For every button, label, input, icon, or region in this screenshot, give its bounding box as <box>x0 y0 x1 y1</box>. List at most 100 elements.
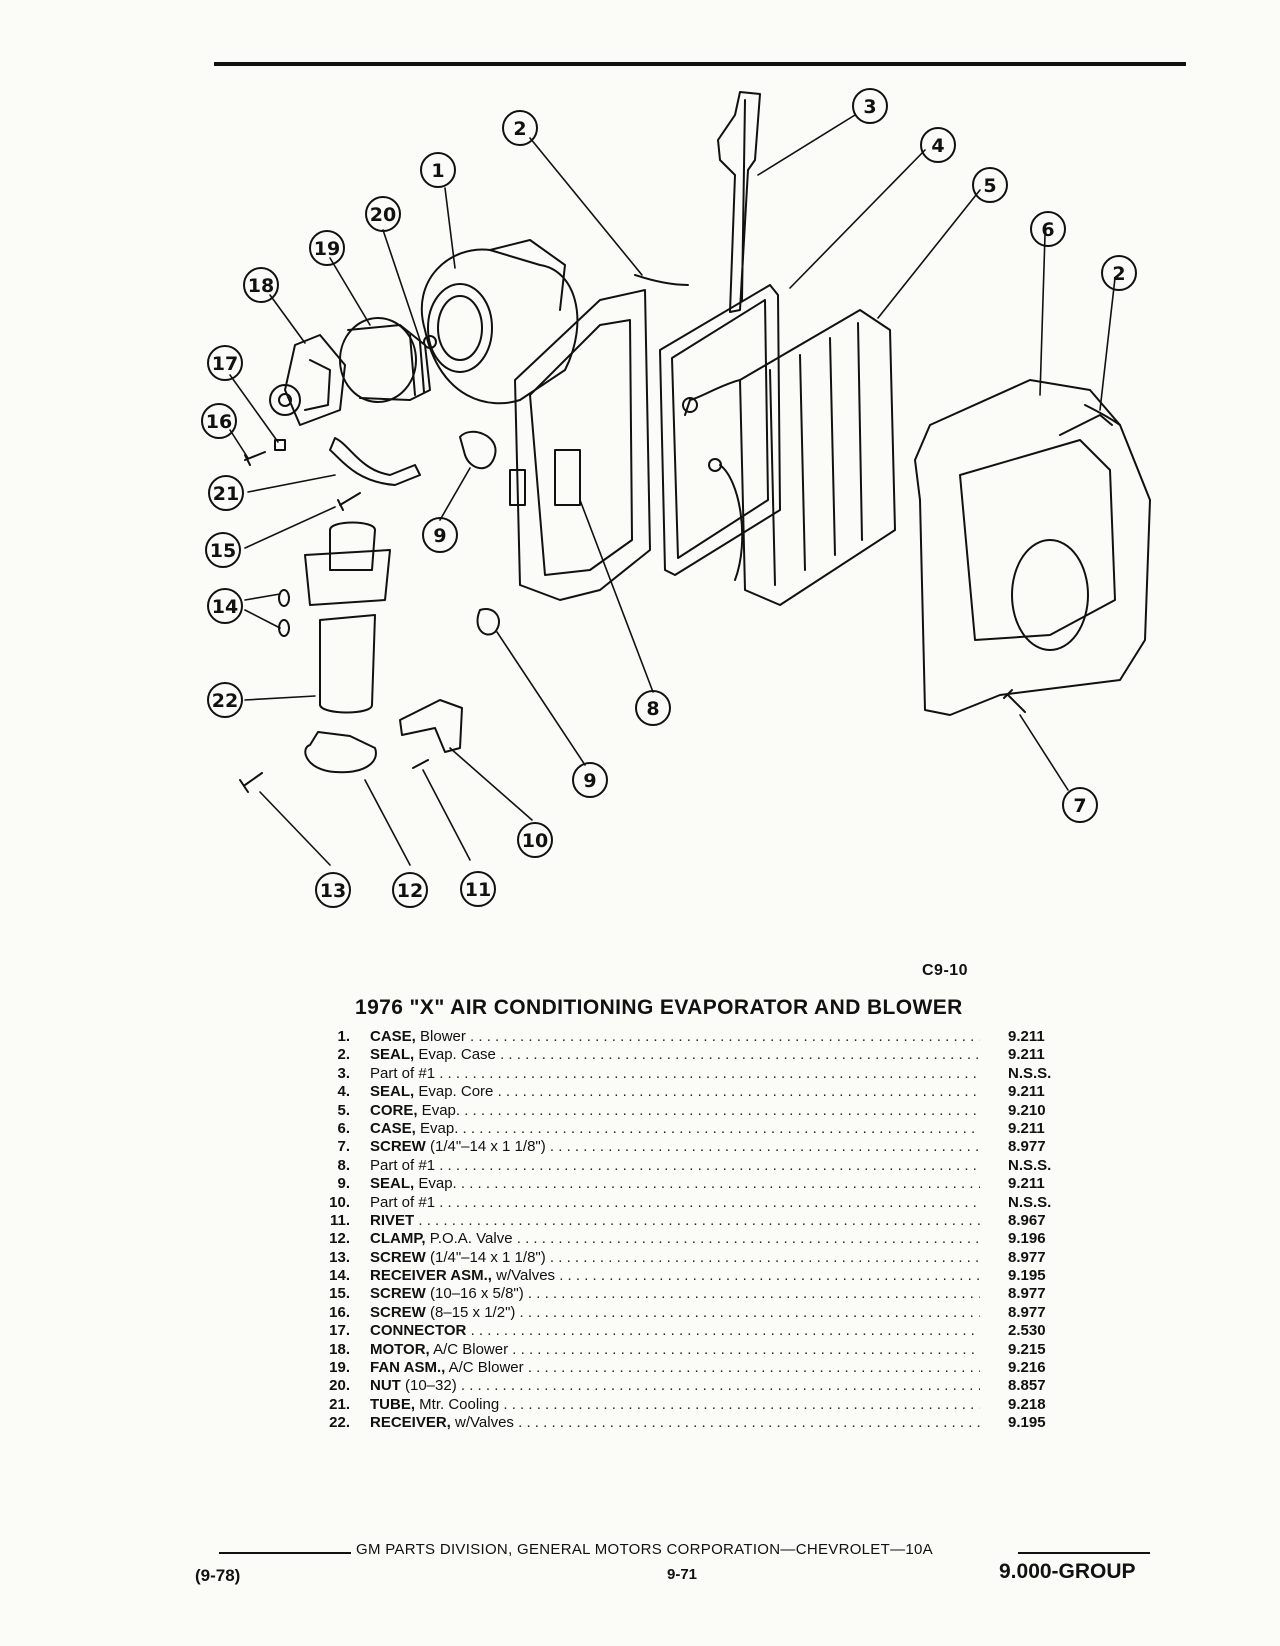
part-number: 8. <box>337 1156 350 1174</box>
part-name: SCREW <box>370 1138 426 1156</box>
part-group-number: 9.218 <box>1008 1395 1046 1413</box>
part-number: 5. <box>337 1101 350 1119</box>
part-number: 4. <box>337 1083 350 1101</box>
page-title: 1976 "X" AIR CONDITIONING EVAPORATOR AND… <box>355 996 963 1019</box>
parts-list-row: 15.SCREW (10–16 x 5/8")8.977 <box>318 1285 1058 1303</box>
callout-11: 11 <box>460 871 496 907</box>
callout-20: 20 <box>365 196 401 232</box>
callout-7: 7 <box>1062 787 1098 823</box>
svg-text:11: 11 <box>465 879 491 901</box>
footer-rule-left <box>219 1552 351 1554</box>
callout-1: 1 <box>420 152 456 188</box>
callout-15: 15 <box>205 532 241 568</box>
parts-list-row: 6.CASE, Evap.9.211 <box>318 1120 1058 1138</box>
part-description: CORE, Evap. <box>370 1102 980 1120</box>
footer-publisher: GM PARTS DIVISION, GENERAL MOTORS CORPOR… <box>356 1541 933 1558</box>
part-name: CASE, <box>370 1119 416 1137</box>
exploded-parts-diagram: 1 2 3 4 5 6 2 20 19 18 17 16 21 15 14 22… <box>201 88 1151 908</box>
screw-15-part <box>337 492 361 511</box>
part-description: NUT (10–32) <box>370 1377 980 1395</box>
part-name: SCREW <box>370 1285 426 1303</box>
part-description: TUBE, Mtr. Cooling <box>370 1396 980 1414</box>
part-number: 14. <box>329 1267 350 1285</box>
part-group-number: 8.977 <box>1008 1138 1046 1156</box>
callout-2: 2 <box>502 110 538 146</box>
part-group-number: 8.967 <box>1008 1211 1046 1229</box>
callout-14: 14 <box>207 588 243 624</box>
footer-rule-right <box>1018 1552 1150 1554</box>
part-number: 7. <box>337 1138 350 1156</box>
callout-10: 10 <box>517 822 553 858</box>
svg-text:15: 15 <box>210 540 236 562</box>
callout-5: 5 <box>972 167 1008 203</box>
svg-text:6: 6 <box>1041 219 1054 241</box>
part-detail: (1/4"–14 x 1 1/8") <box>425 1138 546 1156</box>
part-detail: Part of #1 <box>370 1193 436 1211</box>
receiver-assembly-part <box>278 521 391 714</box>
callout-6: 6 <box>1030 211 1066 247</box>
footer-date: (9-78) <box>195 1566 241 1585</box>
part-group-number: 9.195 <box>1008 1414 1046 1432</box>
part-number: 17. <box>329 1322 350 1340</box>
callout-3: 3 <box>852 88 888 124</box>
part-name: RECEIVER, <box>370 1414 451 1432</box>
part-description: CLAMP, P.O.A. Valve <box>370 1230 980 1248</box>
part-detail: Mtr. Cooling <box>415 1395 500 1413</box>
svg-text:7: 7 <box>1073 795 1086 817</box>
svg-text:8: 8 <box>646 698 659 720</box>
part-number: 9. <box>337 1175 350 1193</box>
callout-22: 22 <box>207 682 243 718</box>
part-name: RECEIVER ASM., <box>370 1267 492 1285</box>
parts-list-row: 12.CLAMP, P.O.A. Valve9.196 <box>318 1230 1058 1248</box>
svg-text:13: 13 <box>320 880 346 902</box>
svg-text:10: 10 <box>522 830 548 852</box>
parts-list-row: 19.FAN ASM., A/C Blower9.216 <box>318 1359 1058 1377</box>
parts-list-row: 18.MOTOR, A/C Blower9.215 <box>318 1341 1058 1359</box>
parts-list-row: 20.NUT (10–32)8.857 <box>318 1377 1058 1395</box>
callout-8: 8 <box>635 690 671 726</box>
part-name: TUBE, <box>370 1395 415 1413</box>
cooling-tube-part <box>329 437 421 486</box>
part-detail: Part of #1 <box>370 1064 436 1082</box>
part-description: RECEIVER ASM., w/Valves <box>370 1267 980 1285</box>
part-name: SCREW <box>370 1248 426 1266</box>
callout-16: 16 <box>201 403 237 439</box>
part-group-number: 8.977 <box>1008 1248 1046 1266</box>
callout-13: 13 <box>315 872 351 908</box>
part-description: SEAL, Evap. Core <box>370 1083 980 1101</box>
part-name: SCREW <box>370 1303 426 1321</box>
part-description: Part of #1 <box>370 1194 980 1212</box>
part-description: CASE, Evap. <box>370 1120 980 1138</box>
parts-list-row: 1.CASE, Blower9.211 <box>318 1028 1058 1046</box>
callout-21: 21 <box>208 475 244 511</box>
evaporator-case-part <box>914 379 1151 716</box>
leader-lines <box>229 114 1116 866</box>
parts-list-row: 10.Part of #1N.S.S. <box>318 1194 1058 1212</box>
part-detail: A/C Blower <box>429 1340 509 1358</box>
parts-list-row: 17. CONNECTOR 2.530 <box>318 1322 1058 1340</box>
part-detail: A/C Blower <box>445 1359 524 1377</box>
svg-text:9: 9 <box>583 770 596 792</box>
part-group-number: 9.211 <box>1008 1175 1045 1193</box>
part-description: CONNECTOR <box>370 1322 980 1340</box>
part-number: 6. <box>337 1119 350 1137</box>
part-description: FAN ASM., A/C Blower <box>370 1359 980 1377</box>
part-group-number: 9.216 <box>1008 1359 1046 1377</box>
parts-list-row: 22.RECEIVER, w/Valves9.195 <box>318 1414 1058 1432</box>
part-group-number: 2.530 <box>1008 1322 1046 1340</box>
parts-list-row: 4. SEAL, Evap. Core 9.211 <box>318 1083 1058 1101</box>
part-group-number: 9.211 <box>1008 1083 1045 1101</box>
part-detail: w/Valves <box>450 1414 514 1432</box>
part-detail: Evap. <box>417 1101 461 1119</box>
parts-list-row: 3.Part of #1N.S.S. <box>318 1065 1058 1083</box>
seal-strip-part <box>717 91 761 313</box>
part-detail: Part of #1 <box>370 1156 436 1174</box>
part-group-number: N.S.S. <box>1008 1156 1052 1174</box>
parts-list-row: 11.RIVET8.967 <box>318 1212 1058 1230</box>
part-group-number: 9.211 <box>1008 1028 1045 1045</box>
evap-seal-clip-part <box>459 430 497 470</box>
part-number: 18. <box>329 1340 350 1358</box>
callout-2-right: 2 <box>1101 255 1137 291</box>
part-group-number: 8.857 <box>1008 1377 1046 1395</box>
part-description: SCREW (1/4"–14 x 1 1/8") <box>370 1249 980 1267</box>
